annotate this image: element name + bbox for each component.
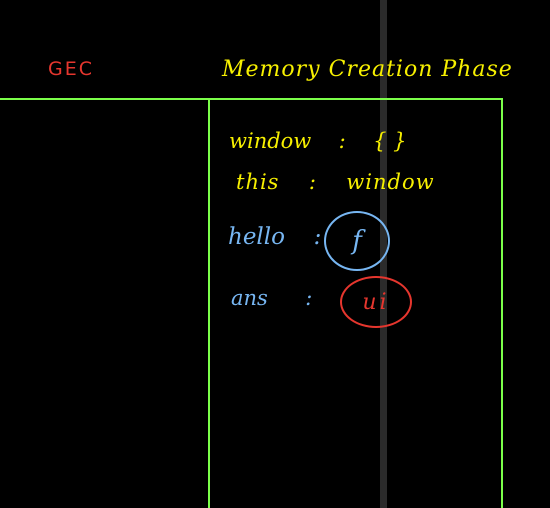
hello-key: hello bbox=[228, 224, 285, 250]
ans-value: ui bbox=[362, 289, 390, 315]
window-key: window bbox=[229, 129, 312, 153]
this-separator: : bbox=[308, 170, 317, 194]
ans-value-circle: ui bbox=[340, 276, 412, 328]
memory-creation-phase-heading: Memory Creation Phase bbox=[222, 57, 513, 82]
ans-key: ans bbox=[231, 286, 268, 310]
header-divider-line bbox=[0, 98, 503, 100]
this-key: this bbox=[236, 170, 280, 194]
hello-value: f bbox=[352, 226, 362, 256]
gec-heading: GEC bbox=[48, 58, 94, 80]
hello-separator: : bbox=[313, 224, 322, 250]
window-separator: : bbox=[338, 129, 346, 153]
memory-row-window: window : { } bbox=[229, 131, 407, 152]
window-value: { } bbox=[373, 129, 407, 153]
memory-row-this: this : window bbox=[236, 172, 435, 193]
memory-row-hello: hello : bbox=[228, 226, 321, 249]
this-value: window bbox=[346, 170, 435, 194]
column-divider-line bbox=[208, 98, 210, 508]
hello-value-circle: f bbox=[324, 211, 390, 271]
memory-row-ans: ans : bbox=[231, 288, 312, 309]
ans-separator: : bbox=[305, 286, 313, 310]
right-border-line bbox=[501, 98, 503, 508]
